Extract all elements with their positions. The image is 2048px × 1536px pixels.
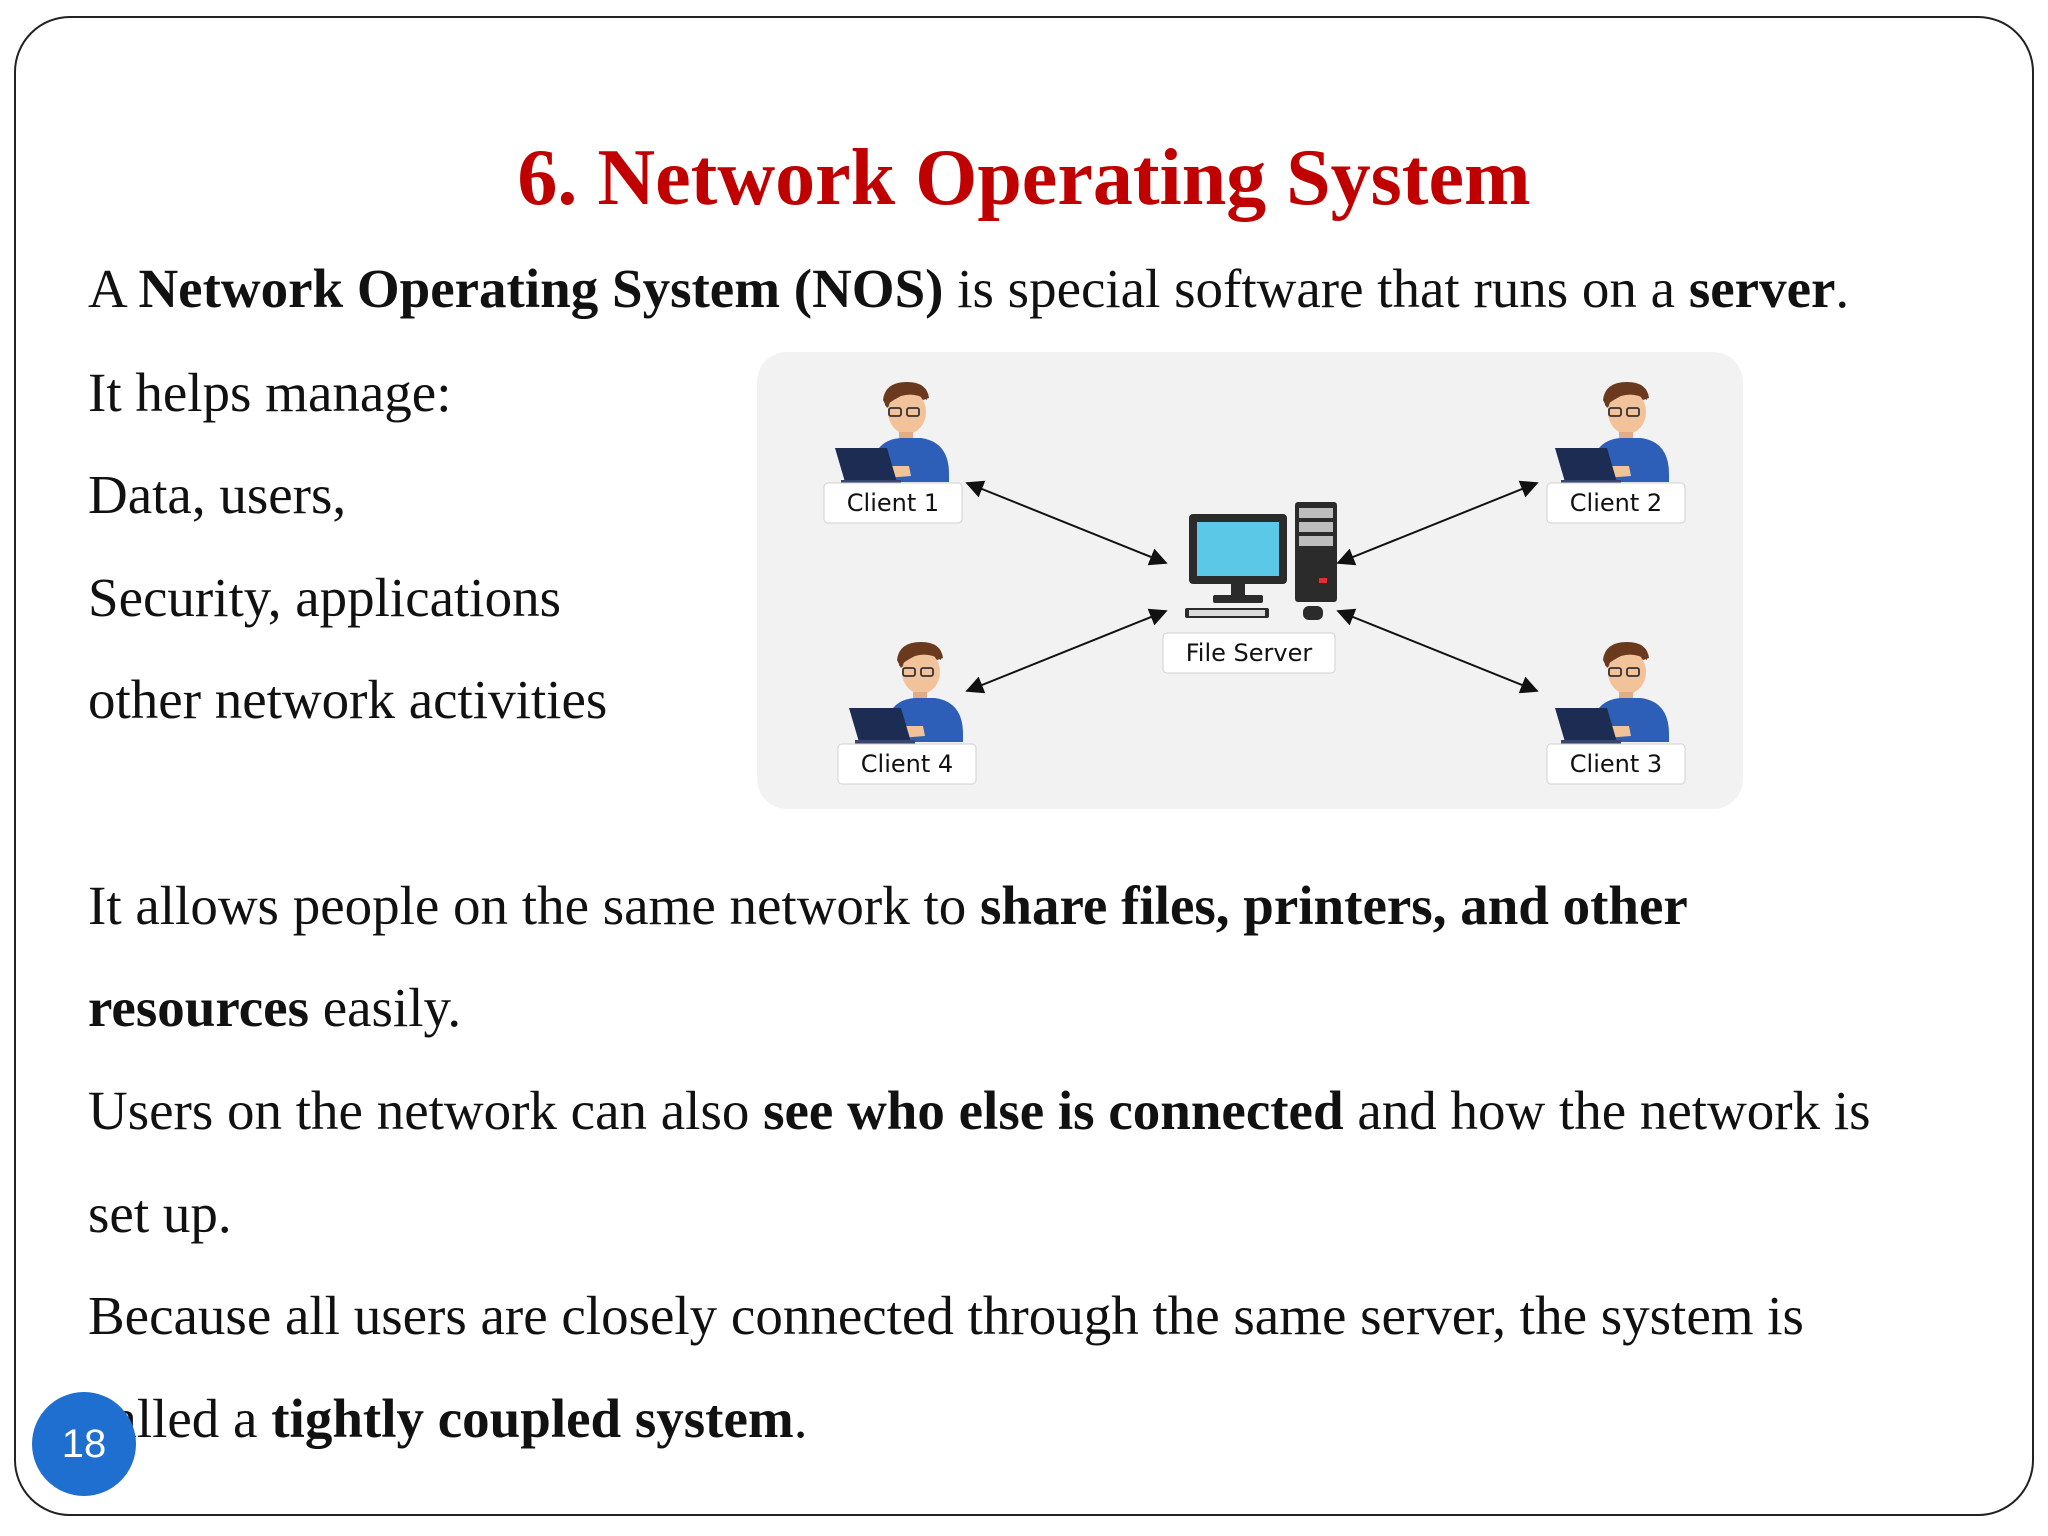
bold-text: server [1688,258,1836,319]
client1-label: Client 1 [823,482,963,524]
bold-text: share files, printers, and other [980,875,1688,936]
link-server-client4 [965,608,1168,694]
text-line-7: resources easily. [88,973,461,1043]
text-segment: is special software that runs on a [943,258,1689,319]
text-segment: . [1835,258,1850,319]
text-line-3: Data, users, [88,460,346,530]
text-line-6: It allows people on the same network to … [88,871,1688,941]
text-segment: Users on the network can also [88,1080,764,1141]
text-line-4: Security, applications [88,563,561,633]
text-segment: Because all users are closely connected … [88,1285,1804,1346]
slide-title: 6. Network Operating System [517,134,1531,222]
client4-label: Client 4 [837,743,977,785]
text-line-5: other network activities [88,665,607,735]
text-segment: set up. [88,1183,232,1244]
bold-text: tightly coupled system [271,1388,794,1449]
svg-text:Client 4: Client 4 [861,750,953,778]
svg-text:File Server: File Server [1186,639,1313,667]
text-segment: It helps manage: [88,362,452,423]
text-segment: Data, users, [88,464,347,525]
text-segment: easily. [308,977,462,1038]
text-segment: other network activities [88,669,608,730]
bold-text: resources [88,977,309,1038]
person-laptop-icon-client1 [834,381,950,486]
bold-text: Network Operating System (NOS) [138,258,944,319]
svg-text:Client 1: Client 1 [847,489,939,517]
text-line-9: set up. [88,1179,232,1249]
link-client1-server [965,480,1168,566]
link-server-client3 [1336,608,1539,694]
bold-text: see who else is connected [763,1080,1344,1141]
text-line-11: called a tightly coupled system. [88,1384,807,1454]
network-diagram: Client 1 Client 2 Client 3 Client 4 File… [757,352,1743,809]
text-segment: A [88,258,139,319]
client3-label: Client 3 [1546,743,1686,785]
text-line-10: Because all users are closely connected … [88,1281,1804,1351]
svg-text:Client 2: Client 2 [1570,489,1662,517]
text-segment: Security, applications [88,567,561,628]
desktop-computer-icon [1185,502,1337,620]
person-laptop-icon-client4 [848,641,964,746]
text-segment: . [793,1388,808,1449]
client2-label: Client 2 [1546,482,1686,524]
svg-text:Client 3: Client 3 [1570,750,1662,778]
page-number-badge: 18 [32,1392,136,1496]
text-line-2: It helps manage: [88,358,452,428]
text-line-8: Users on the network can also see who el… [88,1076,1871,1146]
text-line-1: A Network Operating System (NOS) is spec… [88,254,1849,324]
server-label: File Server [1162,632,1336,674]
person-laptop-icon-client3 [1554,641,1670,746]
text-segment: and how the network is [1343,1080,1871,1141]
person-laptop-icon-client2 [1554,381,1670,486]
link-client2-server [1336,480,1539,566]
text-segment: It allows people on the same network to [88,875,981,936]
